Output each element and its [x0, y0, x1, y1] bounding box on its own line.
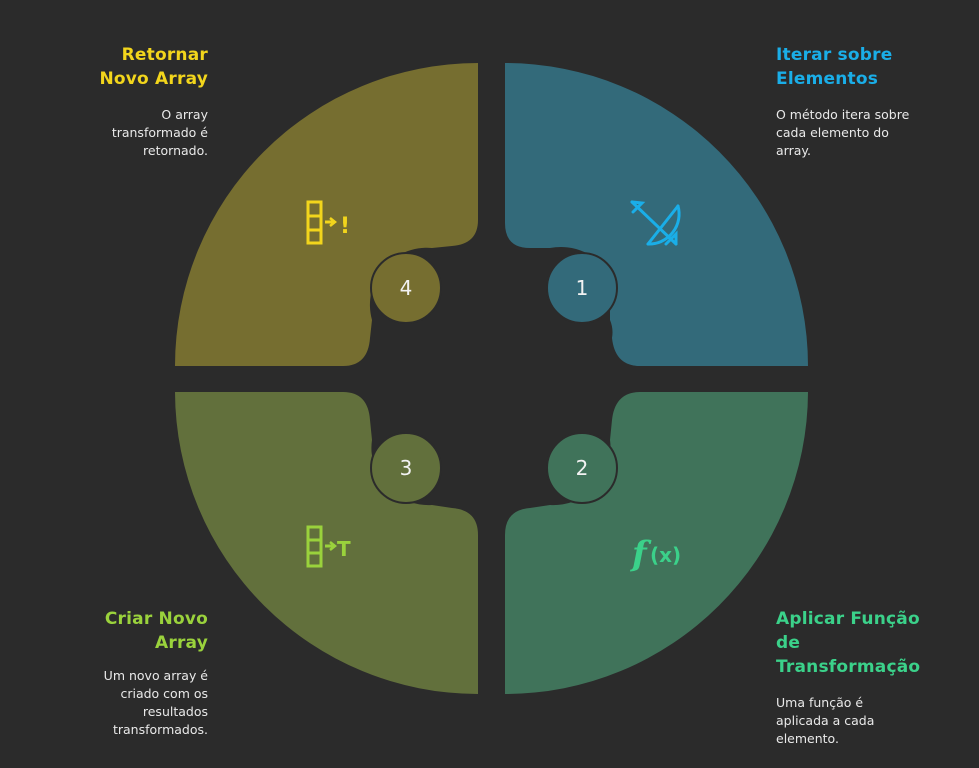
svg-text:(x): (x): [650, 543, 681, 567]
svg-text:T: T: [337, 537, 351, 561]
step-4-title-line: Retornar: [121, 45, 208, 65]
step-1-title: Iterar sobre Elementos: [776, 43, 966, 91]
step-2-title-line: Transformação: [776, 657, 921, 677]
step-1-desc-line: O método itera sobre: [776, 107, 910, 122]
step-2-desc-line: elemento.: [776, 731, 839, 746]
step-1-number-circle: [546, 252, 618, 324]
step-3-desc-line: Um novo array é: [103, 668, 208, 683]
step-1-desc-line: array.: [776, 143, 811, 158]
svg-text:!: !: [340, 214, 350, 239]
step-3-title-line: Criar Novo: [104, 609, 208, 629]
step-4-desc-line: retornado.: [143, 143, 208, 158]
bow-arrow-icon: [630, 200, 681, 246]
step-4-number: 4: [400, 276, 413, 300]
step-3-desc-line: resultados: [142, 704, 208, 719]
step-3-title-line: Array: [155, 633, 208, 653]
step-3-number-circle: [370, 432, 442, 504]
step-2-title: Aplicar Função de Transformação: [776, 607, 971, 679]
array-return-icon: !: [306, 200, 350, 245]
step-1-number: 1: [576, 276, 589, 300]
step-3-desc-line: transformados.: [112, 722, 208, 737]
svg-text:f: f: [630, 534, 652, 574]
step-1-desc-line: cada elemento do: [776, 125, 889, 140]
step-4-title-line: Novo Array: [99, 69, 208, 89]
step-3-number: 3: [400, 456, 413, 480]
function-icon: f (x): [630, 534, 681, 574]
step-1-title-line: Elementos: [776, 69, 879, 89]
step-2-desc-line: aplicada a cada: [776, 713, 875, 728]
quadrant-3: [175, 392, 478, 694]
step-3-description: Um novo array é criado com os resultados…: [20, 667, 208, 739]
step-4-desc-line: transformado é: [111, 125, 208, 140]
step-2-desc-line: Uma função é: [776, 695, 864, 710]
step-1-title-line: Iterar sobre: [776, 45, 893, 65]
step-1-description: O método itera sobre cada elemento do ar…: [776, 106, 966, 160]
step-4-desc-line: O array: [161, 107, 208, 122]
step-2-title-line: de: [776, 633, 801, 653]
step-2-description: Uma função é aplicada a cada elemento.: [776, 694, 966, 748]
step-3-title: Criar Novo Array: [20, 607, 208, 655]
step-2-number: 2: [576, 456, 589, 480]
quadrant-1: [505, 63, 808, 366]
step-2-title-line: Aplicar Função: [776, 609, 920, 629]
array-to-transform-icon: T: [306, 525, 351, 568]
step-4-number-circle: [370, 252, 442, 324]
quadrant-4: [175, 63, 478, 366]
quadrant-2: [505, 392, 808, 694]
step-4-description: O array transformado é retornado.: [20, 106, 208, 160]
step-4-title: Retornar Novo Array: [20, 43, 208, 91]
step-2-number-circle: [546, 432, 618, 504]
step-3-desc-line: criado com os: [120, 686, 208, 701]
